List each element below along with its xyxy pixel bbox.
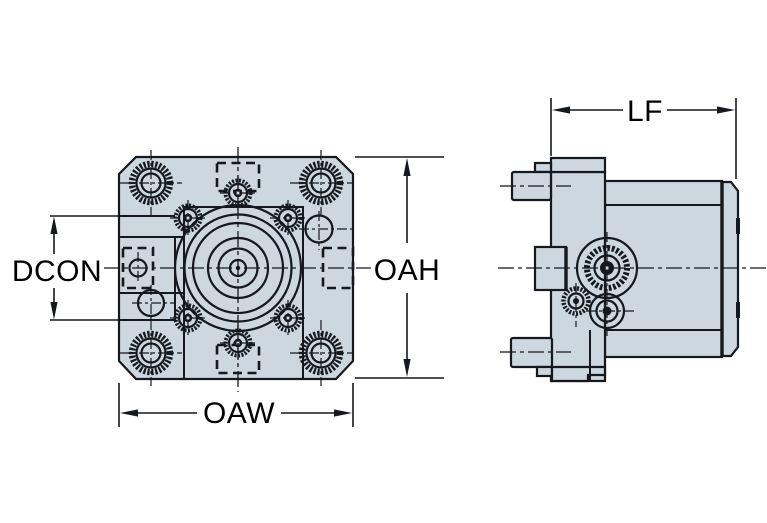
oaw-label: OAW bbox=[203, 397, 275, 430]
side-view bbox=[498, 156, 766, 383]
flange-step-top bbox=[533, 161, 553, 174]
center-pocket-outline bbox=[183, 206, 304, 378]
lf-label: LF bbox=[627, 95, 663, 128]
flange-step-bottom bbox=[535, 365, 554, 378]
dcon-label: DCON bbox=[12, 255, 102, 288]
upper-right-hole bbox=[299, 211, 352, 250]
flange-tab-top bbox=[549, 156, 607, 174]
end-cap-nub-bottom bbox=[736, 302, 740, 318]
oah-arrow-up bbox=[403, 158, 411, 176]
lf-dimension: LF bbox=[550, 95, 737, 179]
oah-dimension: OAH bbox=[355, 156, 444, 379]
end-cap-nub-top bbox=[736, 218, 740, 234]
dcon-dimension: DCON bbox=[12, 215, 119, 321]
oah-arrow-down bbox=[403, 359, 411, 377]
oaw-dimension: OAW bbox=[118, 383, 354, 430]
side-knurled-screw bbox=[561, 283, 591, 327]
flange-tab-bottom bbox=[550, 365, 607, 383]
lf-arrow-left bbox=[552, 106, 570, 114]
dcon-arrow-down bbox=[50, 302, 58, 320]
lf-arrow-right bbox=[717, 106, 735, 114]
oah-label: OAH bbox=[374, 254, 441, 287]
oaw-arrow-left bbox=[120, 409, 138, 417]
lower-left-hole bbox=[132, 285, 176, 322]
side-secondary-screw bbox=[586, 292, 637, 330]
dcon-arrow-up bbox=[50, 216, 58, 234]
front-view bbox=[104, 147, 371, 392]
end-cap bbox=[720, 180, 740, 358]
oaw-arrow-right bbox=[334, 409, 352, 417]
